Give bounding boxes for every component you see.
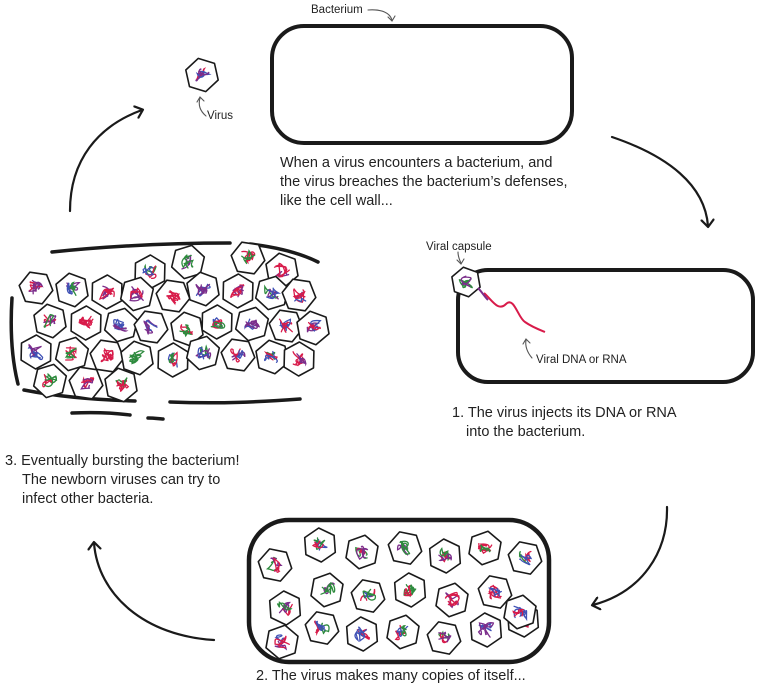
virus-copy-icon <box>435 582 469 618</box>
newborn-virus-icon <box>55 272 89 308</box>
viral-capsule-icon <box>451 266 481 298</box>
free-virus-icon <box>185 57 219 93</box>
newborn-virus-icon <box>230 241 266 275</box>
newborn-virus-icon <box>133 310 169 344</box>
virus-copy-icon <box>350 579 386 613</box>
virus-copy-icon <box>304 611 340 645</box>
step2-virus-copies <box>257 527 543 660</box>
caption-step1-line1: 1. The virus injects its DNA or RNA <box>452 405 677 421</box>
virus-copy-icon <box>345 616 379 652</box>
newborn-virus-icon <box>20 334 52 370</box>
newborn-virus-icon <box>234 306 270 342</box>
label-bacterium: Bacterium <box>311 4 363 16</box>
capsule-label-pointer <box>457 251 462 264</box>
virus-copy-icon <box>386 614 420 650</box>
virus-copy-icon <box>345 534 379 570</box>
bacterium-intro <box>270 24 574 145</box>
newborn-virus-icon <box>104 367 138 403</box>
newborn-virus-icon <box>201 304 233 340</box>
label-viral-capsule: Viral capsule <box>426 241 492 253</box>
caption-intro-line2: the virus breaches the bacterium’s defen… <box>280 174 568 190</box>
newborn-virus-icon <box>283 341 315 377</box>
label-virus: Virus <box>207 110 233 122</box>
arrow-step1-to-step2 <box>593 505 669 605</box>
virus-copy-icon <box>257 548 293 582</box>
cycle-arrows <box>68 110 708 642</box>
virus-copy-icon <box>310 572 344 608</box>
viral-dna-strand-tail <box>477 287 489 301</box>
virus-copy-icon <box>503 594 537 630</box>
newborn-virus-icon <box>170 244 206 280</box>
caption-step3-line2: The newborn viruses can try to <box>22 472 221 488</box>
arrow-intro-to-step1 <box>610 135 708 226</box>
newborn-virus-icon <box>268 309 304 343</box>
newborn-virus-icon <box>68 366 104 400</box>
virus-copy-icon <box>387 531 423 565</box>
newborn-virus-icon <box>185 335 221 371</box>
newborn-virus-icon <box>89 339 125 373</box>
virus-label-pointer-head <box>196 96 205 103</box>
bacterium-label-pointer-head <box>387 15 396 22</box>
virus-copy-icon <box>303 527 337 563</box>
caption-step1-line2: into the bacterium. <box>466 424 586 440</box>
newborn-virus-icon <box>220 338 256 372</box>
newborn-virus-icon <box>255 339 289 375</box>
newborn-virus-icon <box>103 307 139 343</box>
newborn-virus-icon <box>32 363 68 399</box>
viral-dna-strand <box>483 292 546 333</box>
dna-label-pointer <box>525 339 533 359</box>
newborn-virus-icon <box>296 310 330 346</box>
bacterium-step2 <box>246 517 552 665</box>
virus-copy-icon <box>268 590 302 626</box>
newborn-virus-icon <box>18 271 54 305</box>
caption-step3-line1: 3. Eventually bursting the bacterium! <box>5 453 240 469</box>
bacterium-label-pointer <box>367 9 393 21</box>
virus-label-pointer <box>198 97 207 117</box>
virus-copy-icon <box>469 612 503 648</box>
newborn-virus-icon <box>33 303 67 339</box>
arrow-step3-to-virus <box>68 110 142 213</box>
newborn-virus-icon <box>54 336 90 372</box>
virus-copy-icon <box>507 541 543 575</box>
newborn-virus-icon <box>222 273 254 309</box>
newborn-virus-icon <box>170 311 204 347</box>
newborn-virus-icon <box>281 278 317 312</box>
virus-icon <box>185 57 219 93</box>
caption-intro-line3: like the cell wall... <box>280 193 393 209</box>
bacterium-step1 <box>456 268 755 384</box>
caption-step2: 2. The virus makes many copies of itself… <box>256 668 526 684</box>
newborn-virus-icon <box>119 276 155 312</box>
newborn-virus-icon <box>155 279 191 313</box>
newborn-virus-icon <box>157 342 189 378</box>
virus-copy-icon <box>428 538 462 574</box>
virus-copy-icon <box>477 575 513 609</box>
newborn-virus-icon <box>70 305 102 341</box>
dna-label-pointer-head <box>522 338 531 345</box>
newborn-virus-icon <box>120 340 154 376</box>
newborn-virus-icon <box>186 271 220 307</box>
capsule-label-pointer-head <box>456 258 465 265</box>
virus-copy-icon <box>393 572 427 608</box>
virus-copy-icon <box>468 530 502 566</box>
caption-intro-line1: When a virus encounters a bacterium, and <box>280 155 553 171</box>
virus-copy-icon <box>426 621 462 655</box>
virus-copy-icon <box>265 624 299 660</box>
arrow-step2-to-step3 <box>94 543 216 642</box>
caption-step3-line3: infect other bacteria. <box>22 491 154 507</box>
viral-capsule-virus-icon <box>451 266 481 298</box>
newborn-virus-icon <box>91 274 123 310</box>
step3-newborn-viruses <box>18 241 330 403</box>
label-viral-dna: Viral DNA or RNA <box>536 354 627 366</box>
newborn-virus-icon <box>254 275 290 311</box>
